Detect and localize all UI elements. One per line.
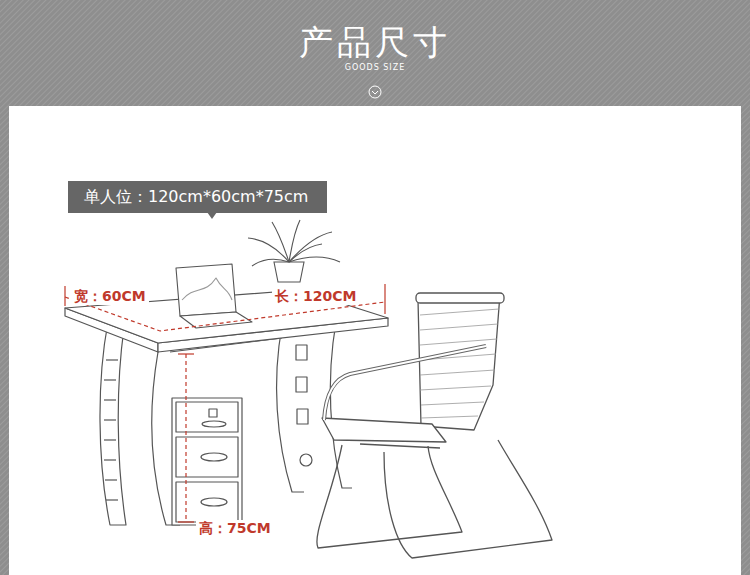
chair-top-bar: [416, 293, 504, 303]
desk-sketch: [65, 290, 388, 525]
drawer: [176, 482, 238, 522]
leaf: [248, 238, 289, 262]
dimension-label: 高：75CM: [196, 520, 274, 537]
handle: [202, 421, 226, 427]
cable-hole: [297, 409, 308, 424]
laptop-screen: [176, 264, 236, 316]
drawer: [176, 437, 238, 477]
dimension-label: 长：120CM: [272, 288, 359, 305]
page-title: 产品尺寸: [0, 22, 750, 63]
sled-base: [317, 445, 462, 548]
band-ground: [0, 0, 750, 106]
chair-back: [418, 294, 500, 430]
dimension-tick: [384, 284, 385, 314]
leaf: [289, 244, 322, 262]
drawer: [176, 402, 238, 432]
leaf: [252, 259, 289, 266]
cable-hole: [296, 377, 307, 392]
dimension-label: 宽：60CM: [71, 288, 149, 305]
dimension-tick: [64, 286, 65, 306]
cable-hole: [296, 345, 307, 360]
laptop: [176, 264, 252, 328]
leaf: [272, 222, 289, 262]
tag-text: 单人位：120cm*60cm*75cm: [84, 181, 311, 213]
leaf: [289, 257, 340, 262]
spec-tag: 单人位：120cm*60cm*75cm: [68, 181, 327, 213]
armrest: [324, 346, 486, 420]
dimension-tick: [178, 353, 194, 354]
tag-pointer: [207, 212, 217, 219]
mesh: [420, 309, 499, 418]
handle: [201, 498, 227, 506]
sled-base: [384, 440, 552, 558]
side-frame: [0, 106, 9, 575]
subtitle: GOODS SIZE: [0, 63, 750, 73]
chevron: [372, 91, 378, 94]
lock: [209, 409, 217, 417]
armrest: [324, 346, 486, 420]
side-frame: [741, 106, 750, 575]
chevron-ring: [369, 86, 381, 98]
chair-sketch: [317, 293, 552, 558]
handle: [201, 453, 227, 461]
dimension-line: [185, 354, 186, 522]
cable-port: [300, 454, 312, 466]
dimension-tick: [178, 521, 194, 522]
desk-leg: [100, 322, 126, 525]
chair-seat: [322, 418, 446, 442]
seat-bar: [360, 444, 440, 448]
pedestal: [172, 398, 242, 525]
desk-leg: [330, 322, 352, 488]
leg-slots: [104, 360, 118, 500]
pot: [274, 262, 304, 282]
plant: [248, 220, 340, 282]
screen-image: [182, 278, 232, 300]
dimension-lines: [65, 284, 385, 522]
